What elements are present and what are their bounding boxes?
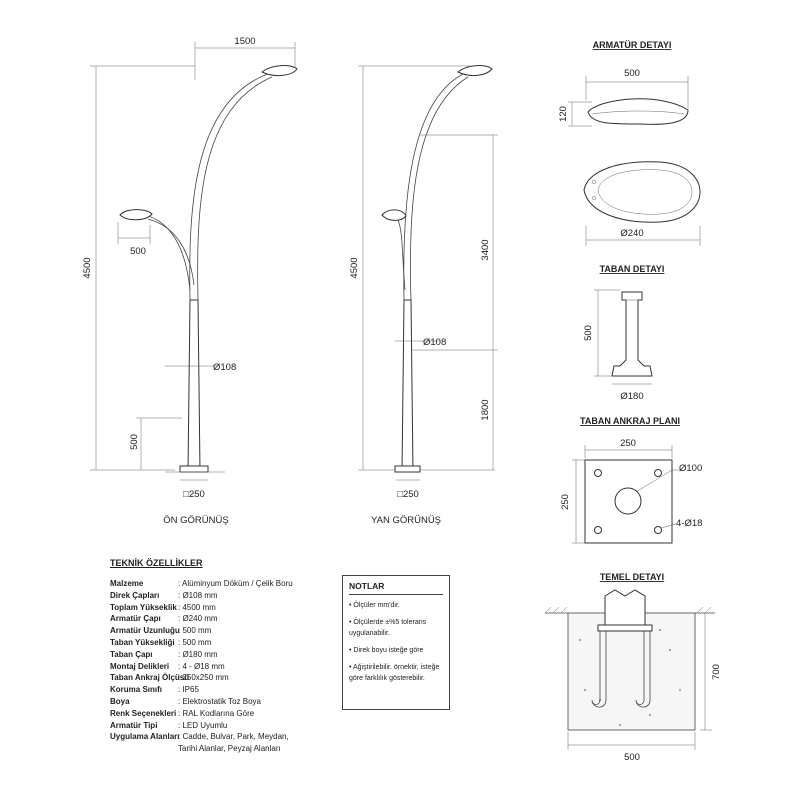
base-title: TABAN DETAYI bbox=[600, 264, 665, 274]
spec-row: Montaj Delikleri : 4 - Ø18 mm bbox=[110, 661, 350, 673]
front-dim-base: □250 bbox=[183, 489, 205, 500]
armature-dia: Ø240 bbox=[620, 228, 643, 239]
spec-key: Armatür Uzunluğu bbox=[110, 626, 180, 636]
spec-value: : 500 mm bbox=[178, 626, 212, 636]
spec-key: Malzeme bbox=[110, 579, 144, 588]
side-dim-base: □250 bbox=[397, 489, 419, 500]
spec-row: Taban Ankraj Ölçüsü: 250x250 mm bbox=[110, 672, 350, 684]
foundation-detail: TEMEL DETAYI 700 500 bbox=[544, 572, 722, 763]
spec-value: : LED Uyumlu bbox=[178, 720, 228, 730]
spec-value: : IP65 bbox=[178, 685, 199, 695]
side-view-title: YAN GÖRÜNÜŞ bbox=[371, 515, 441, 526]
spec-key: Boya bbox=[110, 696, 130, 706]
front-lower-lamp bbox=[119, 209, 153, 221]
spec-key: Armatür Çapı bbox=[110, 614, 161, 624]
spec-key: Taban Yüksekliği bbox=[110, 637, 175, 647]
armature-width: 500 bbox=[624, 68, 640, 79]
spec-key: Montaj Delikleri bbox=[110, 661, 170, 671]
spec-value: : RAL Kodlarına Göre bbox=[178, 708, 255, 718]
side-lower-lamp bbox=[381, 209, 407, 221]
spec-key bbox=[110, 743, 178, 755]
spec-value: Tarihi Alanlar, Peyzaj Alanları bbox=[178, 744, 281, 754]
spec-row: Armatür Tipi : LED Uyumlu bbox=[110, 720, 350, 732]
side-dim-upper: 3400 bbox=[480, 239, 491, 260]
front-view-title: ÖN GÖRÜNÜŞ bbox=[163, 515, 228, 526]
front-dim-small-arm: 500 bbox=[130, 246, 146, 257]
side-upper-lamp bbox=[457, 65, 493, 77]
spec-value: : Alüminyum Döküm / Çelik Boru bbox=[178, 579, 293, 588]
spec-row: Malzeme : Alüminyum Döküm / Çelik Boru bbox=[110, 578, 350, 590]
notes-list: • Ölçüler mm'dir. • Ölçülerde ±%5 toleran… bbox=[349, 600, 443, 684]
spec-value: : Ø180 mm bbox=[178, 649, 218, 659]
side-dim-dia: Ø108 bbox=[423, 337, 446, 348]
spec-value: : 250x250 mm bbox=[178, 673, 229, 683]
spec-key: Direk Çapları bbox=[110, 590, 160, 600]
anchor-width: 250 bbox=[620, 438, 636, 449]
spec-key: Renk Seçenekleri bbox=[110, 708, 177, 718]
front-dim-total: 4500 bbox=[82, 257, 93, 278]
note-item: • Direk boyu isteğe göre bbox=[349, 647, 424, 654]
base-dia: Ø180 bbox=[620, 391, 643, 402]
anchor-plan: TABAN ANKRAJ PLANI 250 250 Ø100 4-Ø18 bbox=[560, 416, 702, 544]
note-item: • Ağiştirilebilir. örnektir, isteğe göre… bbox=[349, 664, 440, 682]
side-dim-lower: 1800 bbox=[480, 399, 491, 420]
spec-row: Taban Çapı : Ø180 mm bbox=[110, 649, 350, 661]
technical-specs: TEKNİK ÖZELLİKLER Malzeme : Alüminyum Dök… bbox=[110, 558, 350, 755]
anchor-center-hole: Ø100 bbox=[679, 463, 702, 474]
spec-key: Koruma Sınıfı bbox=[110, 685, 163, 695]
spec-value: : Ø240 mm bbox=[178, 614, 218, 624]
spec-key: Uygulama Alanları bbox=[110, 732, 180, 742]
spec-value: : Ø108 mm bbox=[178, 590, 218, 600]
spec-value: : 4 - Ø18 mm bbox=[178, 661, 225, 671]
spec-key: Taban Çapı bbox=[110, 649, 153, 659]
spec-row: Taban Yüksekliği: 500 mm bbox=[110, 637, 350, 649]
anchor-holes: 4-Ø18 bbox=[676, 518, 702, 529]
spec-row: Renk Seçenekleri: RAL Kodlarına Göre bbox=[110, 708, 350, 720]
armature-title: ARMATÜR DETAYI bbox=[593, 40, 672, 50]
spec-row: Direk Çapları : Ø108 mm bbox=[110, 590, 350, 602]
foundation-depth: 700 bbox=[711, 664, 722, 680]
side-view: 4500 3400 1800 Ø108 □250 YAN GÖRÜNÜŞ bbox=[349, 65, 498, 526]
note-item: • Ölçüler mm'dir. bbox=[349, 602, 400, 609]
spec-row: Armatür Çapı : Ø240 mm bbox=[110, 613, 350, 625]
armature-height: 120 bbox=[558, 106, 569, 122]
spec-row: Koruma Sınıfı : IP65 bbox=[110, 684, 350, 696]
spec-row: Toplam Yükseklik: 4500 mm bbox=[110, 602, 350, 614]
armature-detail: ARMATÜR DETAYI 500 120 Ø240 bbox=[558, 40, 701, 246]
front-upper-lamp bbox=[261, 65, 298, 77]
spec-row: Armatür Uzunluğu: 500 mm bbox=[110, 625, 350, 637]
foundation-title: TEMEL DETAYI bbox=[600, 572, 664, 582]
spec-value: : Cadde, Bulvar, Park, Meydan, bbox=[178, 732, 289, 742]
base-detail: TABAN DETAYI 500 Ø180 bbox=[583, 264, 664, 402]
spec-key: Armatür Tipi bbox=[110, 720, 158, 730]
note-item: • Ölçülerde ±%5 tolerans uygulanabilir. bbox=[349, 619, 427, 637]
front-view: 4500 1500 500 Ø108 500 □250 ÖN GÖRÜNÜŞ bbox=[82, 36, 298, 526]
anchor-height: 250 bbox=[560, 494, 571, 510]
base-height: 500 bbox=[583, 325, 594, 341]
spec-row: Boya : Elektrostatik Toz Boya bbox=[110, 696, 350, 708]
spec-key: Taban Ankraj Ölçüsü bbox=[110, 673, 190, 683]
specs-title: TEKNİK ÖZELLİKLER bbox=[110, 558, 203, 568]
anchor-title: TABAN ANKRAJ PLANI bbox=[580, 416, 680, 426]
spec-key: Toplam Yükseklik bbox=[110, 602, 177, 612]
spec-row: Uygulama Alanları: Cadde, Bulvar, Park, … bbox=[110, 731, 350, 743]
foundation-width: 500 bbox=[624, 752, 640, 763]
spec-row: Tarihi Alanlar, Peyzaj Alanları bbox=[110, 743, 350, 755]
side-dim-total: 4500 bbox=[349, 257, 360, 278]
spec-value: : 4500 mm bbox=[178, 602, 216, 612]
front-dim-dia: Ø108 bbox=[213, 362, 236, 373]
spec-value: : Elektrostatik Toz Boya bbox=[178, 696, 261, 706]
notes-title: NOTLAR bbox=[349, 581, 443, 595]
front-dim-arm: 1500 bbox=[234, 36, 255, 47]
notes-box: NOTLAR • Ölçüler mm'dir. • Ölçülerde ±%5 … bbox=[342, 575, 450, 710]
spec-value: : 500 mm bbox=[178, 637, 212, 647]
front-dim-base-h: 500 bbox=[129, 434, 140, 450]
